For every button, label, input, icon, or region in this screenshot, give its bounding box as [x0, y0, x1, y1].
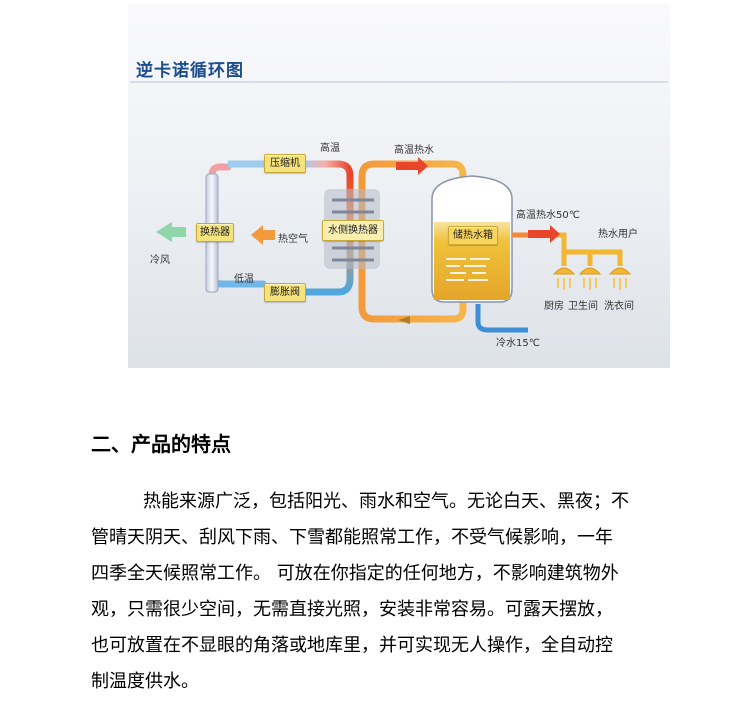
return-arrow-icon [398, 316, 410, 324]
outlet-arrow-icon [528, 225, 560, 243]
cold-wind-label: 冷风 [150, 255, 170, 266]
faucet-icons [552, 267, 632, 290]
refrigerant-pipe-right [296, 172, 354, 296]
reverse-carnot-diagram: 逆卡诺循环图 压缩机 换热器 膨胀阀 水侧换热器 储热水箱 高温 低温 热空气 … [128, 4, 670, 368]
high-temp-label: 高温 [320, 143, 340, 154]
low-temp-label: 低温 [234, 274, 254, 285]
storage-tank-label: 储热水箱 [448, 226, 498, 245]
cold-wind-arrow-icon [156, 222, 186, 242]
paragraph-line: 四季全天候照常工作。 可放在你指定的任何地方，不影响建筑物外 [91, 563, 619, 584]
paragraph-line: 热能来源广泛，包括阳光、雨水和空气。无论白天、黑夜；不 [143, 491, 629, 512]
section-heading: 二、产品的特点 [91, 432, 231, 456]
paragraph-line: 制温度供水。 [91, 671, 199, 692]
heat-exchanger-box: 换热器 [196, 223, 234, 242]
kitchen-label: 厨房 [544, 301, 564, 312]
refrigerant-pipe-top [296, 160, 354, 180]
cold-water-in-pipe [475, 304, 528, 333]
hot-water-user-label: 热水用户 [598, 229, 638, 240]
diagram-title: 逆卡诺循环图 [136, 61, 244, 81]
paragraph-line: 管晴天阴天、刮风下雨、下雪都能照常工作，不受气候影响，一年 [91, 527, 613, 548]
laundry-label: 洗衣间 [604, 301, 634, 312]
hot-air-label: 热空气 [278, 234, 308, 245]
paragraph-line: 观，只需很少空间，无需直接光照，安装非常容易。可露天摆放， [91, 599, 613, 620]
paragraph-line: 也可放置在不显眼的角落或地库里，并可实现无人操作，全自动控 [91, 635, 613, 656]
expansion-valve-box: 膨胀阀 [264, 283, 306, 302]
compressor-box: 压缩机 [264, 154, 306, 173]
hot-water-50-label: 高温热水50℃ [516, 210, 580, 221]
water-side-exchanger-box: 水侧换热器 [322, 220, 384, 241]
distribution-pipes [558, 232, 623, 266]
body-paragraph: 热能来源广泛，包括阳光、雨水和空气。无论白天、黑夜；不 管晴天阴天、刮风下雨、下… [91, 484, 701, 700]
hot-water-arrow-icon [396, 157, 428, 175]
bathroom-label: 卫生间 [568, 301, 598, 312]
water-loop-pipe [358, 160, 467, 323]
hot-water-top-label: 高温热水 [394, 145, 434, 156]
hot-air-arrow-icon [251, 225, 275, 245]
cold-water-label: 冷水15℃ [496, 338, 540, 349]
